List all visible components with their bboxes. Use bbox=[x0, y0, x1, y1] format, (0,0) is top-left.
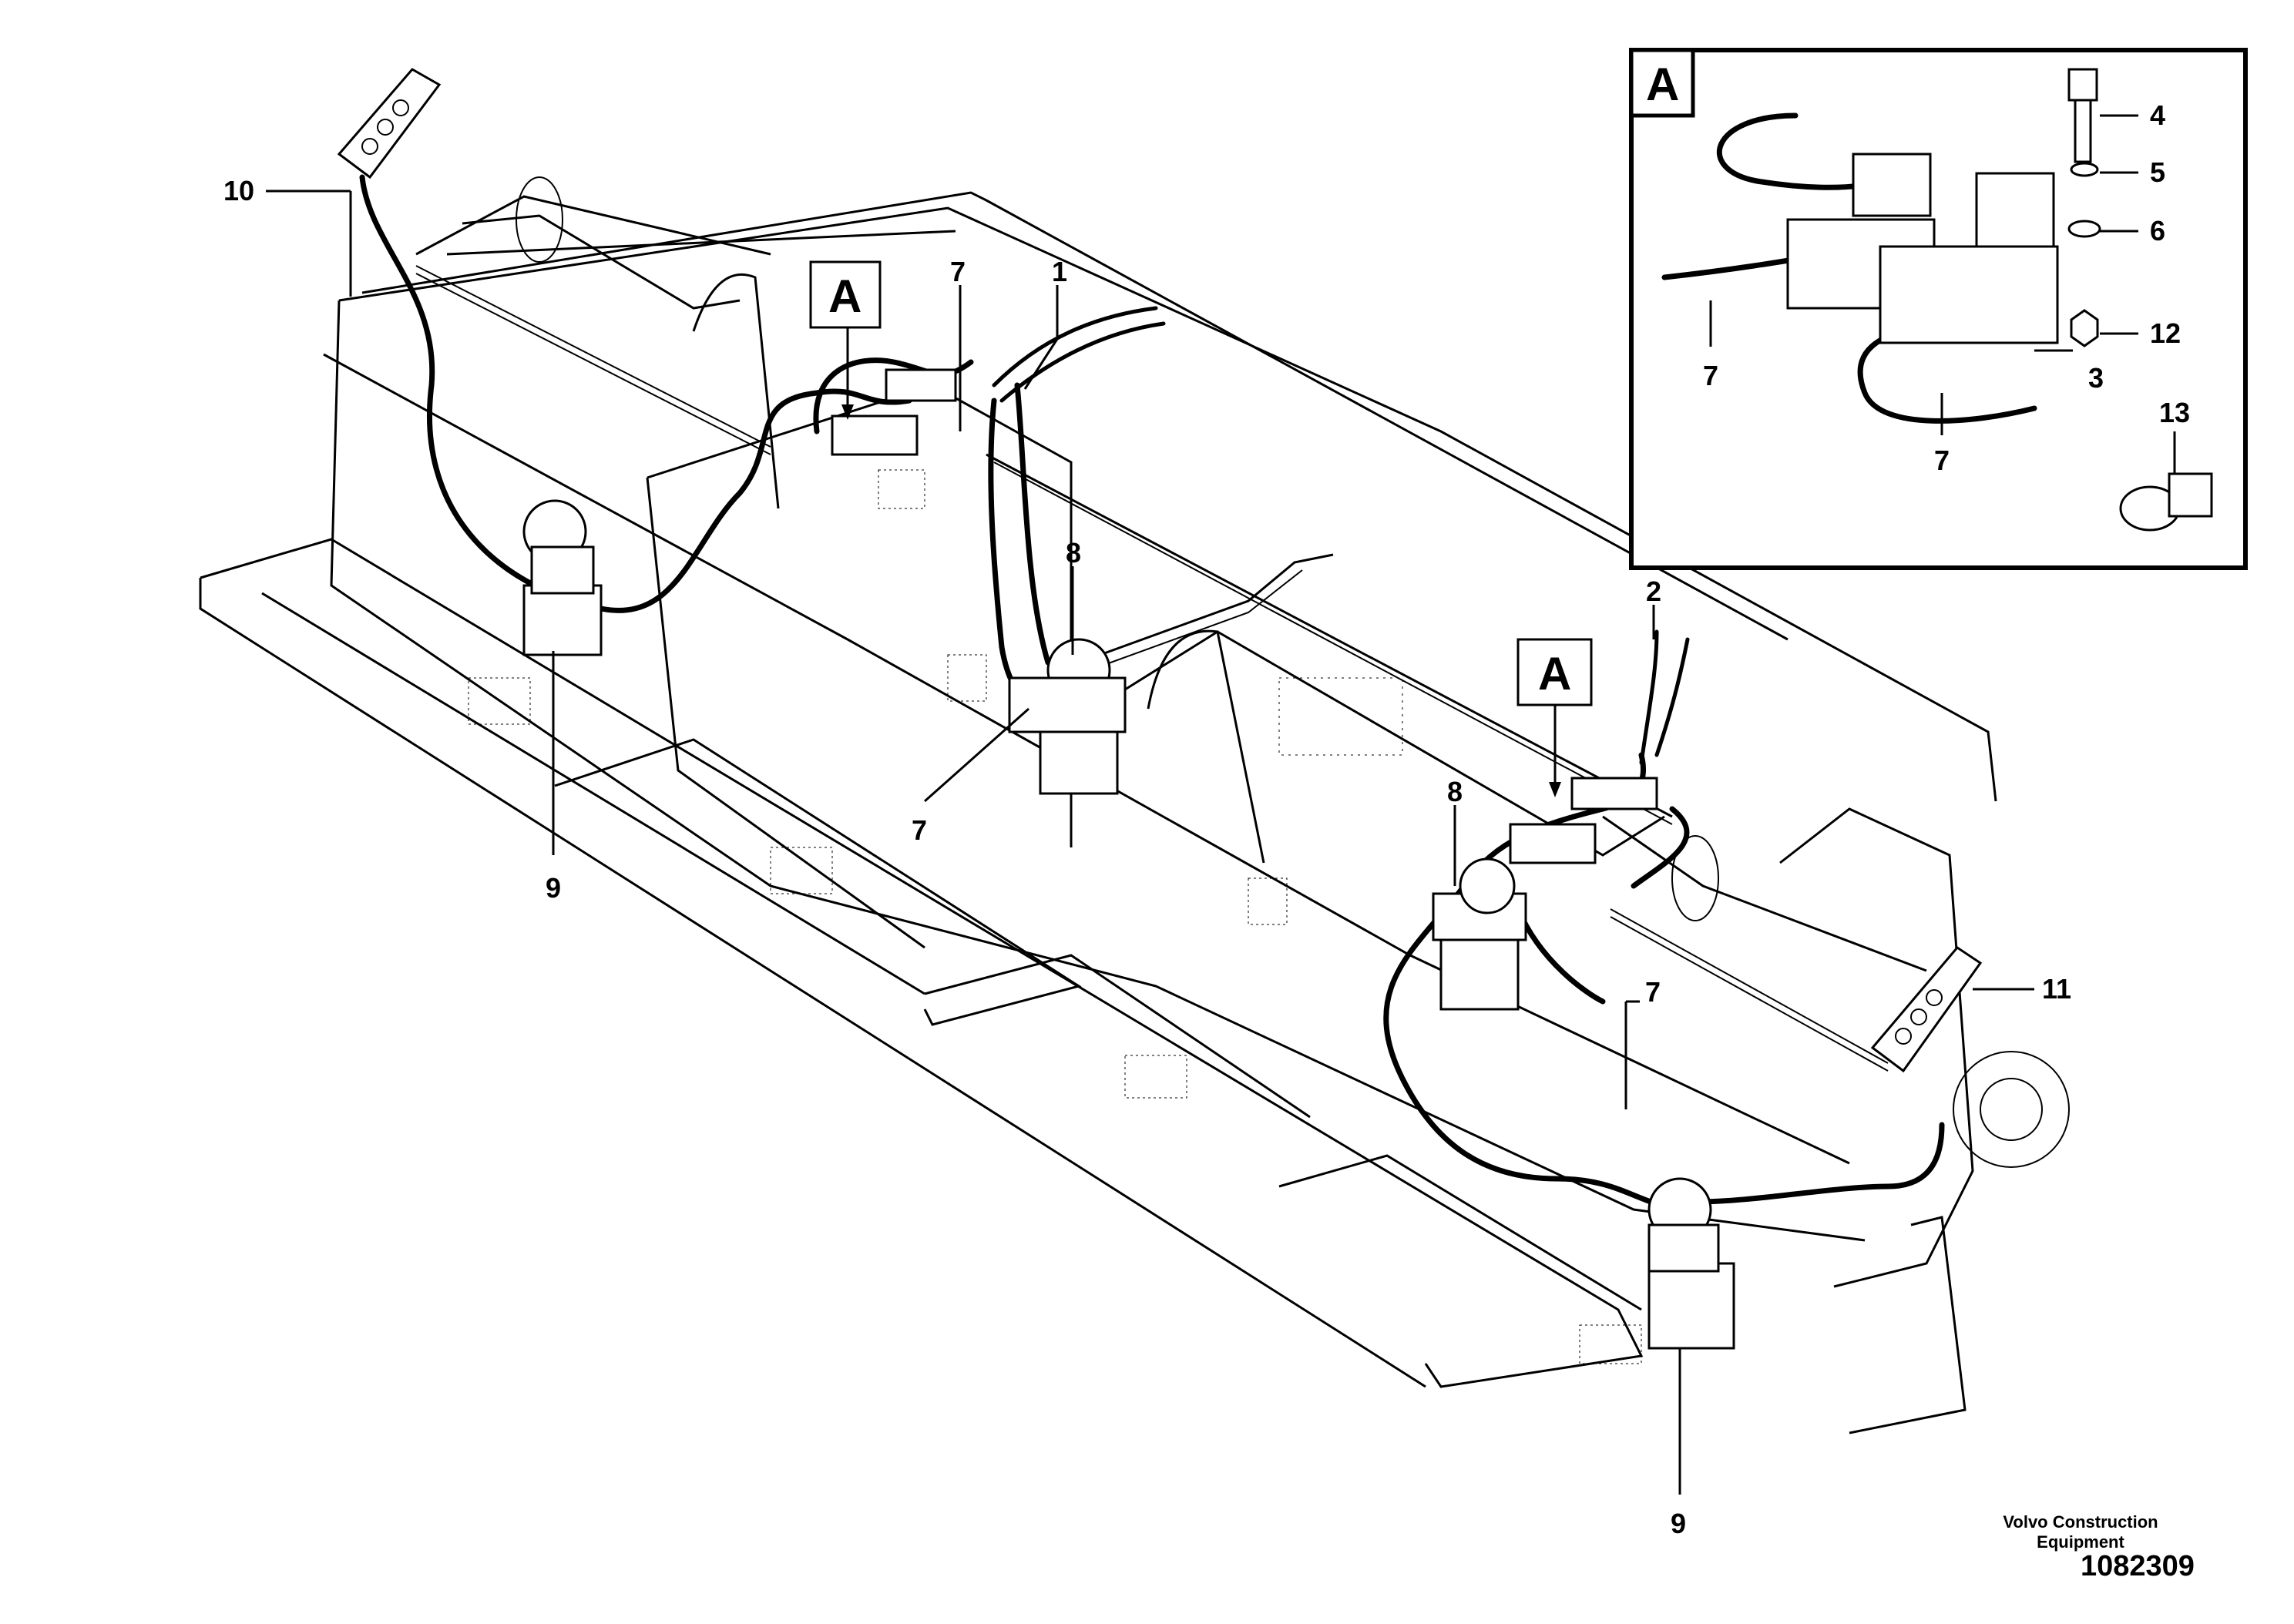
view-marker-a-left: A bbox=[809, 260, 882, 329]
footer-company-line1: Volvo Construction bbox=[2003, 1512, 2158, 1532]
detail-label-3: 3 bbox=[2088, 362, 2104, 394]
callout-2: 2 bbox=[1646, 575, 1661, 607]
detail-cap bbox=[2119, 472, 2213, 532]
detail-view-a: A 4 5 6 12 3 13 7 bbox=[1629, 48, 2248, 570]
callout-9-left: 9 bbox=[546, 872, 561, 904]
callout-10: 10 bbox=[223, 175, 254, 206]
detail-lock-washer bbox=[2067, 220, 2101, 238]
machine-frame bbox=[199, 176, 2070, 1434]
detail-bolt-head bbox=[2067, 68, 2098, 102]
callout-11: 11 bbox=[2042, 973, 2071, 1005]
callout-8-right: 8 bbox=[1447, 776, 1463, 807]
component-junction-box-a-right bbox=[1509, 777, 1658, 864]
view-marker-a-left-text: A bbox=[828, 270, 862, 322]
callout-7-top: 7 bbox=[950, 256, 966, 287]
footer-company: Volvo Construction Equipment bbox=[1911, 1512, 2250, 1552]
detail-label-7-left: 7 bbox=[1703, 360, 1718, 391]
detail-label-13: 13 bbox=[2159, 397, 2190, 428]
leader-lines bbox=[266, 190, 2034, 1495]
detail-title: A bbox=[1646, 59, 1679, 110]
component-junction-box-a-left bbox=[831, 368, 957, 456]
footer-drawing-code: 1082309 bbox=[2081, 1550, 2195, 1582]
component-control-box-left bbox=[337, 68, 442, 180]
detail-label-6: 6 bbox=[2150, 215, 2165, 247]
detail-relay-box-right bbox=[1879, 245, 2059, 344]
detail-label-4: 4 bbox=[2150, 99, 2165, 131]
view-marker-a-right-text: A bbox=[1538, 648, 1571, 700]
detail-bolt-shank bbox=[2074, 99, 2092, 163]
detail-washer bbox=[2070, 162, 2099, 177]
callout-7-right: 7 bbox=[1645, 976, 1661, 1008]
detail-label-5: 5 bbox=[2150, 156, 2165, 188]
callout-8-center: 8 bbox=[1066, 537, 1081, 569]
footer-company-line2: Equipment bbox=[2037, 1532, 2124, 1552]
detail-label-12: 12 bbox=[2150, 317, 2181, 349]
component-sensor-9-left bbox=[522, 499, 603, 656]
detail-nut bbox=[2070, 309, 2099, 347]
component-sensor-8-center bbox=[1008, 638, 1127, 795]
callout-9-right: 9 bbox=[1671, 1508, 1686, 1539]
callout-7-center: 7 bbox=[912, 814, 927, 846]
detail-label-7-right: 7 bbox=[1934, 445, 1950, 476]
component-sensor-9-right bbox=[1647, 1177, 1735, 1350]
component-sensor-8-right bbox=[1432, 857, 1527, 1011]
component-control-box-right bbox=[1870, 946, 1983, 1073]
callout-1: 1 bbox=[1052, 256, 1067, 287]
view-marker-a-right: A bbox=[1516, 638, 1593, 706]
perforated-panels bbox=[468, 469, 1642, 1364]
